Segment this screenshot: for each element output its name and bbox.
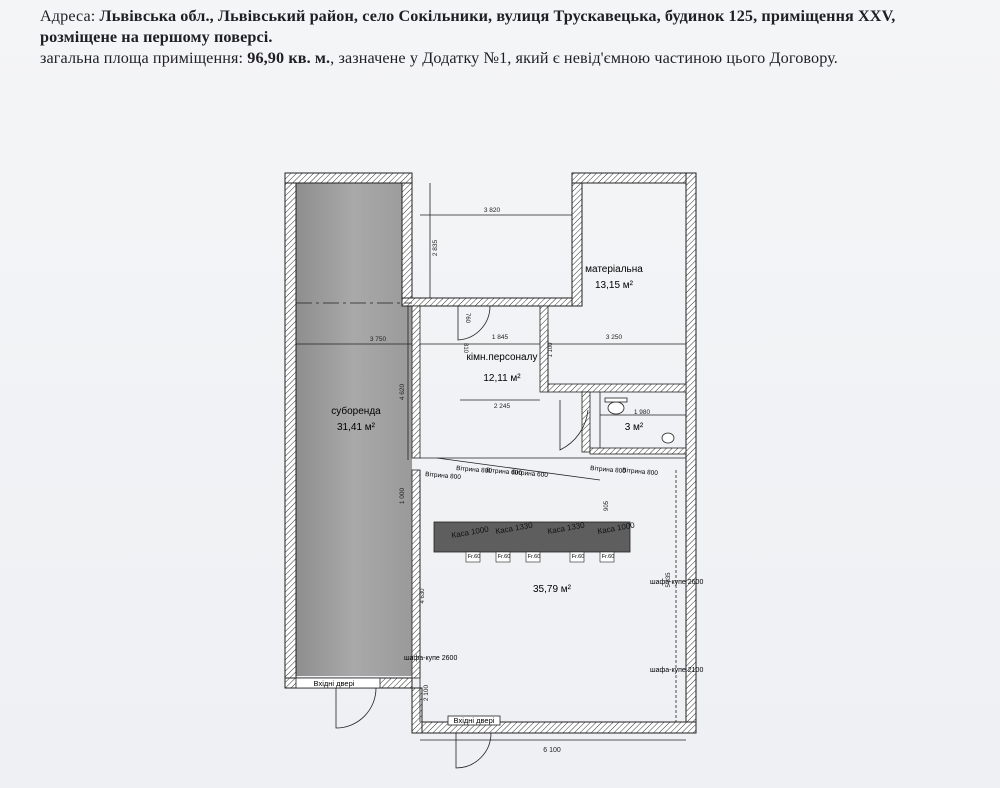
plan-lines: [296, 183, 686, 741]
fridge-label: Fr.60: [572, 554, 585, 560]
dim-1845: 1 845: [492, 334, 509, 341]
dim-2835: 2 835: [432, 239, 439, 256]
dim-760: 760: [464, 313, 470, 324]
room-staff-name: кімн.персоналу: [467, 352, 538, 363]
address-line-2: розміщене на першому поверсі.: [40, 28, 273, 46]
dim-6100: 6 100: [543, 747, 561, 754]
entry-door-1: [295, 677, 381, 689]
dim-3250: 3 250: [606, 334, 623, 341]
dim-810: 810: [462, 343, 468, 354]
dim-4630: 4 630: [420, 588, 426, 604]
dim-4620: 4 620: [399, 383, 406, 400]
wardrobe-label: шафа-купе 2600: [650, 579, 703, 586]
fridge-label: Fr.60: [602, 554, 615, 560]
outer-walls: [284, 172, 697, 734]
dim-5835: 5 835: [666, 572, 672, 588]
vitrine-label: Вітрина 600: [486, 466, 523, 477]
entry-door-1-label: Вхідні двері: [314, 679, 355, 688]
address-line-1: Адреса: Львівська обл., Львівський район…: [40, 7, 896, 25]
vitrine-label: Вітрина 800: [590, 464, 627, 475]
fridge-label: Fr.60: [468, 554, 481, 560]
vitrine-label: Вітрина 800: [622, 466, 659, 477]
fridges: [465, 551, 615, 563]
vitrine-label: Вітрина 800: [425, 470, 462, 481]
room-sublease-area: 31,41 м²: [337, 422, 376, 433]
dim-3820: 3 820: [484, 207, 501, 214]
fridge-label: Fr.60: [498, 554, 511, 560]
entry-door-2-label: Вхідні двері: [454, 716, 495, 725]
area-line: загальна площа приміщення: 96,90 кв. м.,…: [40, 49, 838, 67]
vitrine-label: Вітрина 600: [512, 468, 549, 479]
door-swings: [335, 305, 589, 769]
dim-1980: 1 980: [634, 409, 651, 416]
wardrobe-label: шафа-купе 2600: [404, 655, 457, 662]
room-materials-name: матеріальна: [585, 264, 643, 275]
vitrine-label: Вітрина 800: [456, 464, 493, 475]
dim-1100: 1 100: [548, 342, 554, 358]
toilet-fixture: [604, 397, 675, 444]
fridge-label: Fr.60: [528, 554, 541, 560]
room-sublease-name: суборенда: [331, 405, 381, 417]
room-staff-area: 12,11 м²: [483, 373, 521, 384]
dim-905: 905: [604, 500, 610, 511]
interior-walls: [411, 305, 687, 679]
entry-door-2: [447, 715, 501, 726]
dim-3750: 3 750: [370, 336, 387, 343]
address-header: Адреса: Львівська обл., Львівський район…: [40, 6, 980, 69]
sublease-fill: [296, 183, 412, 676]
cash-desk-counter: [433, 521, 631, 553]
room-materials-area: 13,15 м²: [595, 280, 634, 291]
room-wc-area: 3 м²: [625, 422, 644, 433]
dim-1000: 1 000: [399, 487, 406, 504]
room-main-area: 35,79 м²: [533, 584, 572, 595]
dim-2100: 2 100: [423, 684, 430, 701]
wardrobe-label: шафа-купе 2100: [650, 667, 703, 674]
dim-2245: 2 245: [494, 403, 511, 410]
